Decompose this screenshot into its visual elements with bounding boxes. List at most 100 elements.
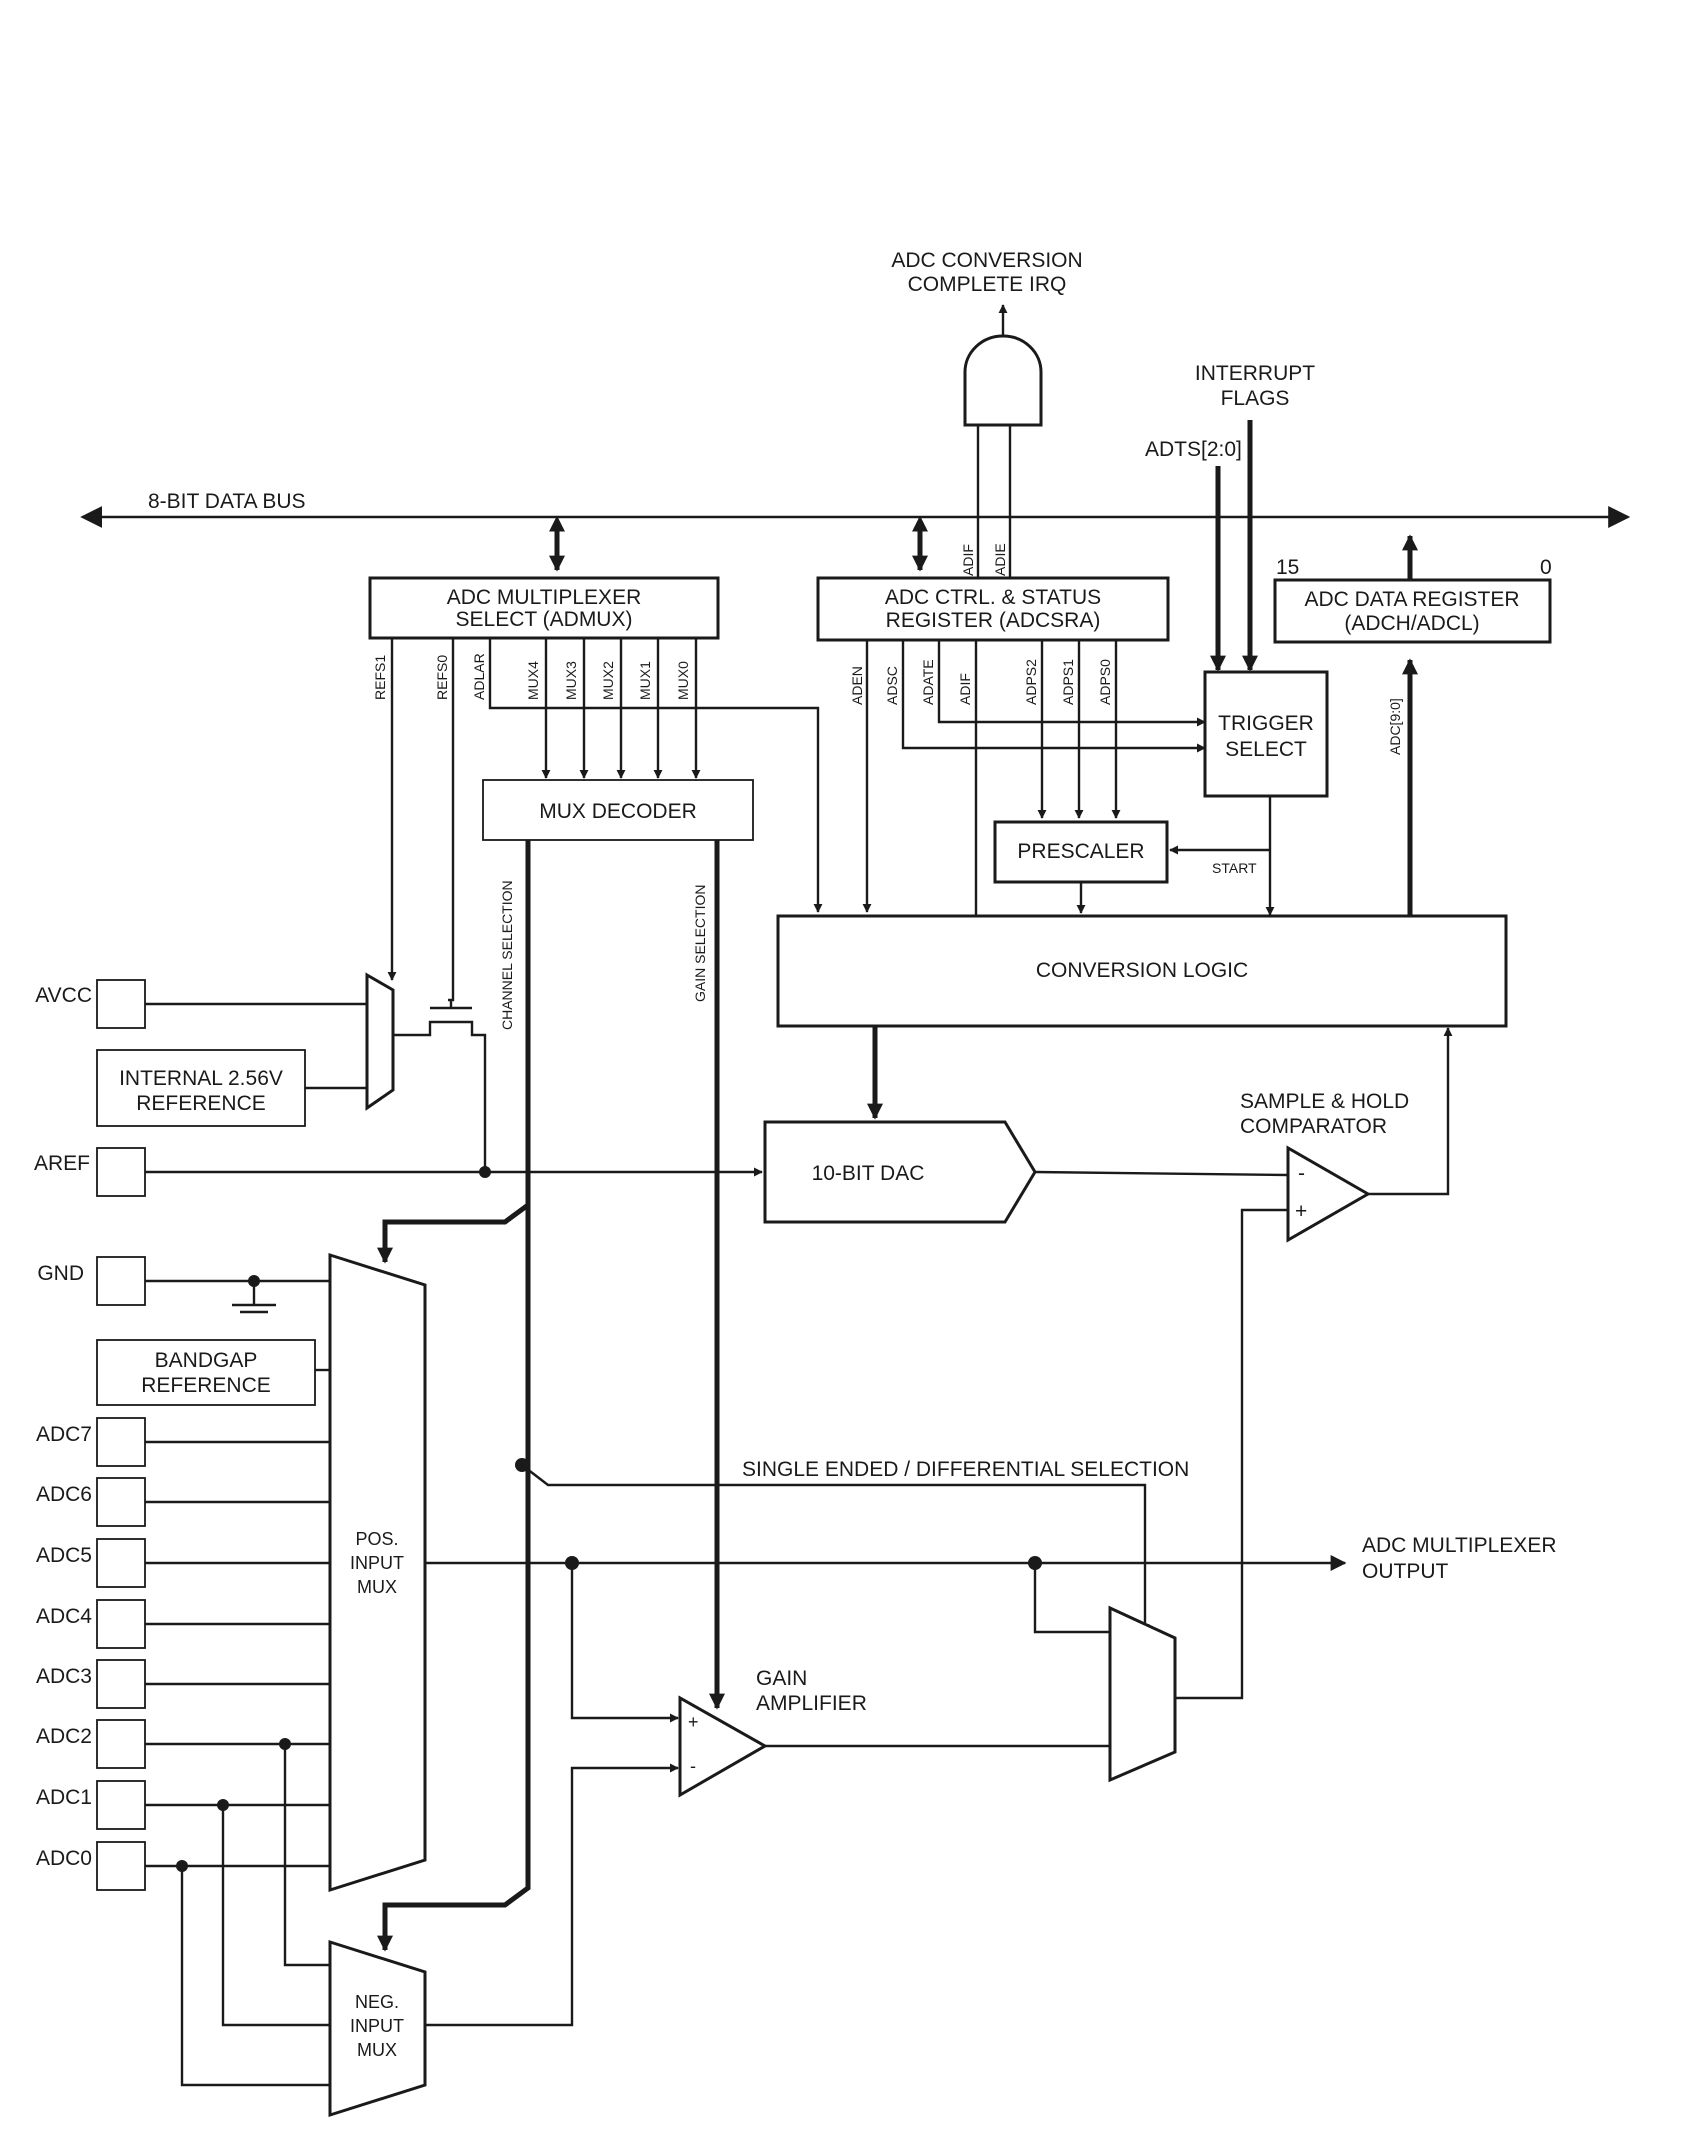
pin-adc7: ADC7 <box>36 1417 330 1467</box>
prescaler: PRESCALER <box>993 820 1169 884</box>
ten-bit-dac: 10-BIT DAC <box>763 1120 1037 1224</box>
pos-mux-line2: INPUT <box>350 1553 404 1573</box>
adcsra-bit-adps1: ADPS1 <box>1060 659 1076 705</box>
interrupt-flags-line2: FLAGS <box>1221 387 1290 410</box>
adcsra-bit-adsc: ADSC <box>884 666 900 705</box>
channel-selection-label: CHANNEL SELECTION <box>499 880 515 1030</box>
gain-amp-line2: AMPLIFIER <box>756 1692 867 1715</box>
single-diff-label: SINGLE ENDED / DIFFERENTIAL SELECTION <box>742 1458 1189 1481</box>
sh-mux-to-comparator <box>1175 1208 1288 1700</box>
neg-mux-line2: INPUT <box>350 2016 404 2036</box>
pin-adc4: ADC4 <box>36 1599 330 1649</box>
adc-bits-label: ADC[9:0] <box>1387 698 1403 755</box>
irq-and-gate: ADIF ADIE <box>960 304 1043 582</box>
pin-adc2-label: ADC2 <box>36 1725 92 1748</box>
start-label: START <box>1212 860 1257 876</box>
prescaler-label: PRESCALER <box>1017 840 1144 863</box>
irq-label-line1: ADC CONVERSION <box>891 249 1082 272</box>
pin-adc3-label: ADC3 <box>36 1665 92 1688</box>
gain-amplifier: + - <box>678 1695 769 1798</box>
adc-data-register: ADC DATA REGISTER (ADCH/ADCL) <box>1273 578 1552 644</box>
pin-aref: AREF <box>34 1147 763 1197</box>
mux-output-line2: OUTPUT <box>1362 1560 1449 1583</box>
adcsra-bit-adif: ADIF <box>957 673 973 705</box>
pin-adc2: ADC2 <box>36 1719 345 1967</box>
data-register-line2: (ADCH/ADCL) <box>1344 612 1479 635</box>
comparator-plus: + <box>1295 1200 1307 1223</box>
dac-label: 10-BIT DAC <box>812 1162 925 1185</box>
pin-adc5: ADC5 <box>36 1538 330 1588</box>
adcsra-label-line1: ADC CTRL. & STATUS <box>885 586 1101 609</box>
admux-bit-mux3: MUX3 <box>563 661 579 700</box>
comparator-minus: - <box>1298 1162 1305 1185</box>
internal-reference: INTERNAL 2.56V REFERENCE <box>96 1049 306 1127</box>
admux-bit-mux1: MUX1 <box>637 661 653 700</box>
admux-label-line1: ADC MULTIPLEXER <box>447 586 642 609</box>
pin-adc0-label: ADC0 <box>36 1847 92 1870</box>
pin-adc7-label: ADC7 <box>36 1423 92 1446</box>
admux-bit-refs1: REFS1 <box>372 655 388 700</box>
pin-adc1-label: ADC1 <box>36 1786 92 1809</box>
bandgap-line1: BANDGAP <box>155 1349 258 1372</box>
reference-mux <box>365 972 395 1111</box>
sample-hold-line1: SAMPLE & HOLD <box>1240 1090 1409 1113</box>
adcsra-register: ADC CTRL. & STATUS REGISTER (ADCSRA) <box>816 576 1170 642</box>
interrupt-flags-line1: INTERRUPT <box>1195 362 1315 385</box>
admux-bit-mux4: MUX4 <box>525 661 541 700</box>
single-diff-mux <box>1108 1605 1177 1783</box>
sample-hold-line2: COMPARATOR <box>1240 1115 1387 1138</box>
trigger-label-line1: TRIGGER <box>1218 712 1314 735</box>
internal-ref-line2: REFERENCE <box>136 1092 266 1115</box>
data-register-bit0: 0 <box>1540 556 1552 579</box>
conversion-logic: CONVERSION LOGIC <box>776 914 1508 1028</box>
gain-amp-line1: GAIN <box>756 1667 807 1690</box>
admux-bit-adlar: ADLAR <box>471 653 487 700</box>
pin-adc0: ADC0 <box>36 1841 345 2087</box>
pin-adc6: ADC6 <box>36 1477 330 1527</box>
admux-bit-refs0: REFS0 <box>434 655 450 700</box>
irq-bit-adie: ADIE <box>992 543 1008 576</box>
gain-amp-minus: - <box>690 1756 696 1776</box>
data-register-line1: ADC DATA REGISTER <box>1304 588 1519 611</box>
sample-hold-comparator: - + <box>1286 1145 1372 1243</box>
bandgap-line2: REFERENCE <box>141 1374 271 1397</box>
trigger-label-line2: SELECT <box>1225 738 1307 761</box>
pin-gnd: GND <box>37 1256 330 1314</box>
mux-output-wiring <box>425 1555 1347 2027</box>
dac-to-comparator <box>1034 1170 1289 1177</box>
adcsra-bit-adps0: ADPS0 <box>1097 659 1113 705</box>
neg-mux-line1: NEG. <box>355 1992 399 2012</box>
admux-label-line2: SELECT (ADMUX) <box>456 608 633 631</box>
gain-amp-plus: + <box>688 1712 699 1732</box>
pos-input-mux: POS. INPUT MUX <box>328 1252 427 1893</box>
pin-gnd-label: GND <box>37 1262 84 1285</box>
pin-adc1: ADC1 <box>36 1780 345 2027</box>
adcsra-wiring <box>862 640 1206 915</box>
trigger-select: TRIGGER SELECT <box>1203 670 1329 798</box>
comparator-to-conversion <box>1368 1027 1453 1196</box>
channel-selection-wiring <box>377 840 1150 1952</box>
data-bus: 8-BIT DATA BUS <box>80 490 1631 600</box>
adts-label: ADTS[2:0] <box>1145 438 1242 461</box>
admux-wiring <box>387 638 823 1002</box>
gain-selection-label: GAIN SELECTION <box>692 885 708 1002</box>
irq-bit-adif: ADIF <box>960 544 976 576</box>
internal-ref-line1: INTERNAL 2.56V <box>119 1067 283 1090</box>
adcsra-label-line2: REGISTER (ADCSRA) <box>886 609 1101 632</box>
neg-mux-line3: MUX <box>357 2040 397 2060</box>
aref-switch <box>393 1000 487 1172</box>
adcsra-bit-adate: ADATE <box>920 659 936 705</box>
pin-avcc: AVCC <box>35 979 367 1029</box>
mux-output-line1: ADC MULTIPLEXER <box>1362 1534 1557 1557</box>
mux-decoder: MUX DECODER <box>482 779 754 841</box>
pos-mux-line3: MUX <box>357 1577 397 1597</box>
data-bus-label: 8-BIT DATA BUS <box>148 490 306 513</box>
pin-adc3: ADC3 <box>36 1659 330 1709</box>
conversion-logic-label: CONVERSION LOGIC <box>1036 959 1248 982</box>
adcsra-bit-aden: ADEN <box>849 666 865 705</box>
neg-input-mux: NEG. INPUT MUX <box>328 1939 427 2118</box>
irq-label-line2: COMPLETE IRQ <box>908 273 1067 296</box>
admux-bit-mux2: MUX2 <box>600 661 616 700</box>
pos-mux-line1: POS. <box>355 1529 398 1549</box>
